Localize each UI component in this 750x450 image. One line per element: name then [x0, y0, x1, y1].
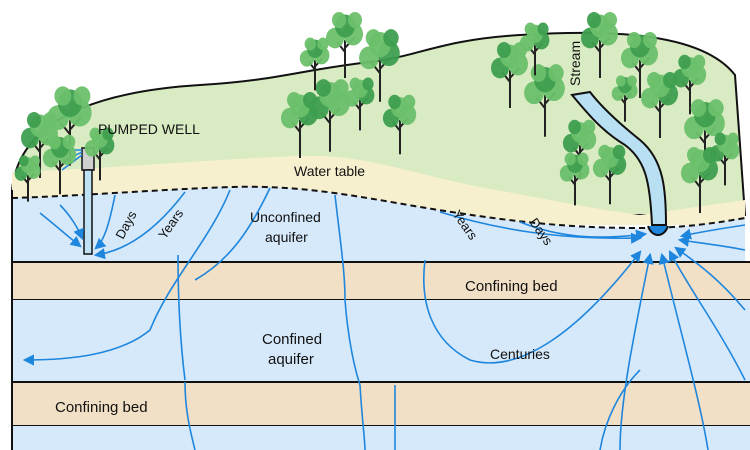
tree	[326, 11, 363, 78]
centuries-label: Centuries	[490, 346, 550, 362]
tree	[299, 37, 330, 91]
tree	[621, 31, 658, 98]
confined-aquifer-zone	[12, 300, 750, 382]
stream-label: Stream	[567, 41, 583, 86]
stream-channel	[570, 90, 668, 226]
confining-bed-lower-label: Confining bed	[55, 399, 148, 416]
tree	[592, 144, 627, 205]
tree	[641, 71, 678, 138]
tree	[611, 75, 638, 122]
upper-confining-bed	[12, 262, 750, 300]
tree	[382, 94, 417, 155]
tree	[344, 77, 375, 131]
tree	[359, 29, 400, 102]
tree	[14, 155, 41, 202]
tree	[709, 132, 740, 186]
pumped-well-label: PUMPED WELL	[98, 121, 200, 137]
stream-discharge-point	[647, 225, 669, 236]
confining-bed-upper-label: Confining bed	[465, 278, 558, 295]
tree	[581, 11, 618, 78]
water-table-label: Water table	[294, 163, 365, 179]
water-table-line	[11, 185, 746, 230]
tree	[42, 134, 77, 195]
flow-lines-right	[423, 211, 746, 450]
tree	[491, 41, 528, 108]
tree	[309, 79, 350, 152]
tree	[519, 22, 550, 76]
confined-aquifer-label-1: Confined	[262, 331, 322, 348]
confined-aquifer-label-2: aquifer	[268, 351, 314, 368]
unconfined-aquifer-label-2: aquifer	[265, 229, 308, 245]
lower-aquifer-zone	[12, 426, 750, 450]
unconfined-aquifer-zone	[12, 186, 745, 262]
tree	[684, 99, 725, 172]
tree	[47, 86, 92, 166]
tree	[681, 146, 718, 213]
flow-lines-left	[22, 187, 396, 450]
lower-confining-bed	[12, 382, 750, 426]
unconfined-aquifer-label-1: Unconfined	[250, 209, 321, 225]
tree	[672, 54, 707, 115]
tree	[559, 152, 590, 206]
trees	[14, 11, 740, 213]
tree	[84, 127, 115, 181]
